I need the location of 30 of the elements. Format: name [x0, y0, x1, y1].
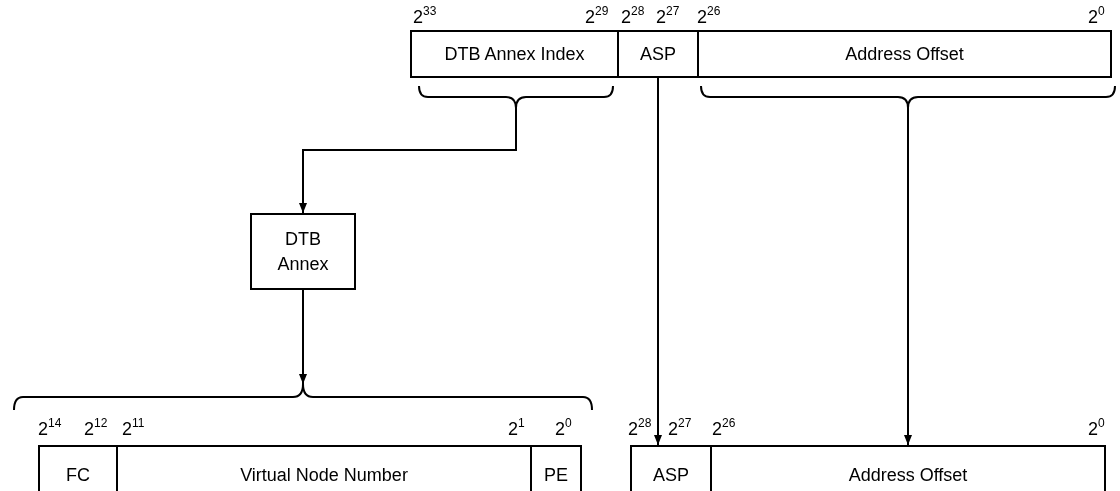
register-field: ASP	[617, 30, 699, 78]
arrow	[654, 77, 662, 446]
bit-position-label: 2$^{1}$	[508, 420, 525, 438]
bit-position-label: 2$^{28}$	[628, 420, 652, 438]
bit-position-label: 2$^{0}$	[555, 420, 572, 438]
bit-position-label: 2$^{29}$	[585, 8, 609, 26]
bit-position-label: 2$^{27}$	[668, 420, 692, 438]
curly-brace	[418, 86, 614, 108]
bit-position-label: 2$^{26}$	[697, 8, 721, 26]
arrow	[299, 289, 307, 385]
register-field: Address Offset	[710, 445, 1106, 491]
bit-position-label: 2$^{12}$	[84, 420, 108, 438]
register-field: PE	[530, 445, 582, 491]
bit-position-label: 2$^{27}$	[656, 8, 680, 26]
register-field: Address Offset	[697, 30, 1112, 78]
curly-brace	[700, 86, 1116, 108]
bit-position-label: 2$^{28}$	[621, 8, 645, 26]
register-field: FC	[38, 445, 118, 491]
bit-position-label: 2$^{11}$	[122, 420, 145, 438]
bit-position-label: 2$^{26}$	[712, 420, 736, 438]
bit-position-label: 2$^{0}$	[1088, 8, 1105, 26]
register-field: DTB Annex Index	[410, 30, 619, 78]
table-box: DTB Annex	[250, 213, 356, 290]
bit-position-label: 2$^{14}$	[38, 420, 62, 438]
bit-position-label: 2$^{0}$	[1088, 420, 1105, 438]
arrow	[299, 107, 517, 214]
curly-brace	[13, 384, 593, 410]
register-field: ASP	[630, 445, 712, 491]
bit-position-label: 2$^{33}$	[413, 8, 437, 26]
arrow	[904, 107, 912, 446]
